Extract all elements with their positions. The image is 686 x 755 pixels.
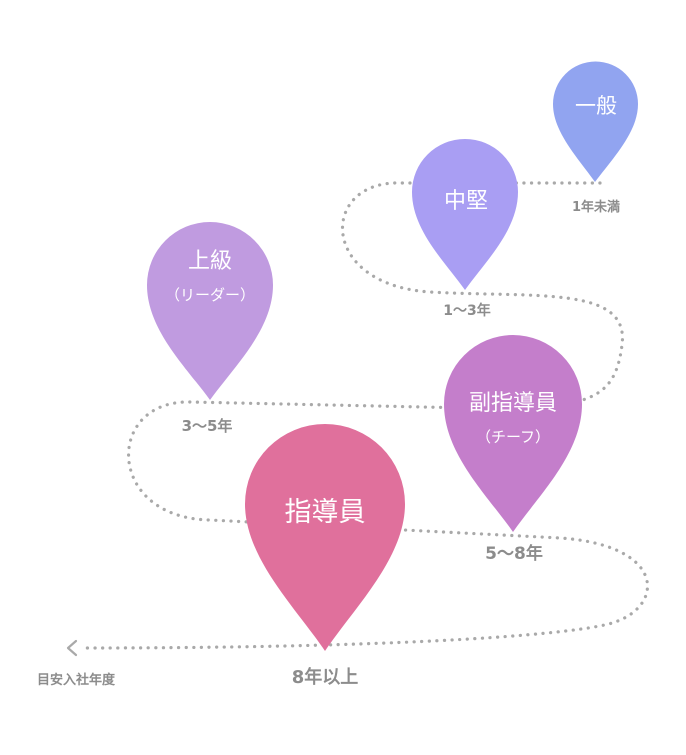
career-path-line [78, 181, 650, 650]
year-label-shidouin: 8年以上 [292, 666, 359, 688]
pin-chuken-title: 中堅 [444, 189, 488, 214]
pin-fukushidouin-marker [444, 335, 582, 532]
year-label-fukushidouin: 5～8年 [485, 543, 543, 564]
pin-shidouin: 指導員 [245, 424, 405, 651]
pin-ippan-marker [553, 61, 638, 183]
pin-shidouin-marker [245, 424, 405, 651]
year-label-chuken: 1～3年 [443, 302, 490, 319]
year-label-joukyu: 3～5年 [182, 417, 233, 435]
pin-joukyu: 上級 （リーダー） [147, 222, 273, 400]
pin-joukyu-marker [147, 222, 273, 400]
pin-chuken: 中堅 [412, 139, 518, 290]
pin-fukushidouin-title: 副指導員 [469, 391, 557, 416]
pin-fukushidouin-subtitle: （チーフ） [476, 428, 550, 446]
path-arrow-icon [66, 639, 78, 657]
pin-joukyu-title: 上級 [188, 249, 232, 274]
footer-label: 目安入社年度 [37, 672, 116, 688]
pin-joukyu-subtitle: （リーダー） [165, 286, 255, 304]
pin-shidouin-title: 指導員 [285, 497, 366, 528]
pin-ippan: 一般 [553, 61, 638, 183]
pin-fukushidouin: 副指導員 （チーフ） [444, 335, 582, 532]
pin-chuken-marker [412, 139, 518, 290]
year-label-ippan: 1年未満 [572, 199, 620, 215]
pin-ippan-title: 一般 [575, 94, 617, 118]
